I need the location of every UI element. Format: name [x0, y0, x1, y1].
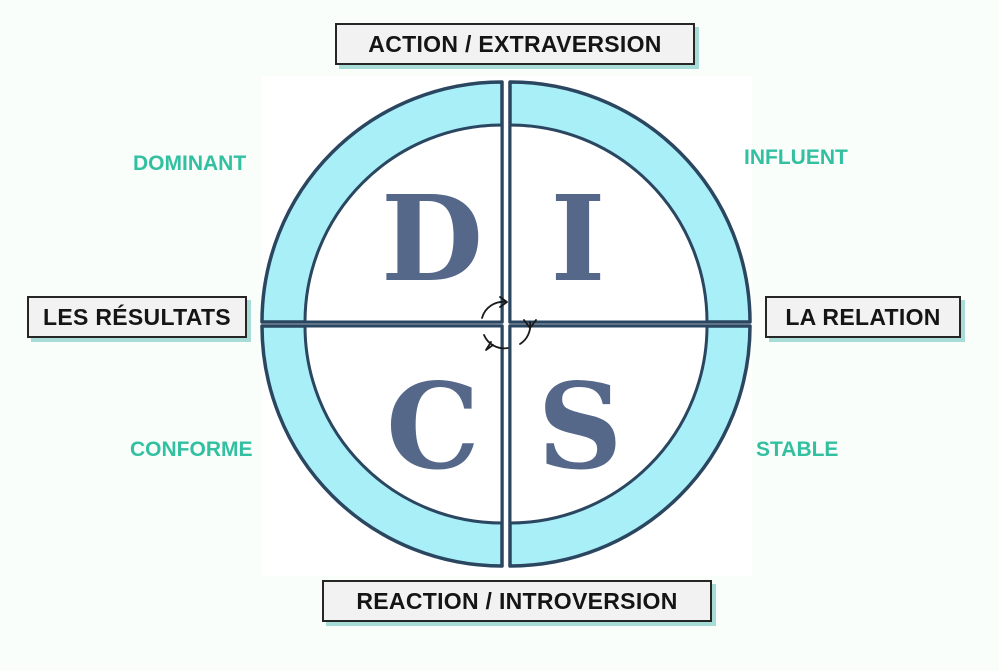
- letter-c: C: [386, 357, 480, 496]
- letter-i: I: [550, 169, 605, 308]
- trait-conforme: CONFORME: [130, 438, 253, 461]
- label-left-resultats: LES RÉSULTATS: [27, 296, 247, 338]
- label-right-relation: LA RELATION: [765, 296, 961, 338]
- quadrant-influent: [508, 80, 752, 324]
- label-bottom-reaction-introversion: REACTION / INTROVERSION: [322, 580, 712, 622]
- trait-stable: STABLE: [756, 438, 839, 461]
- label-top-action-extraversion: ACTION / EXTRAVERSION: [335, 23, 695, 65]
- quadrant-stable: [508, 324, 752, 568]
- quadrant-conforme: [260, 324, 504, 568]
- trait-influent: INFLUENT: [744, 146, 848, 169]
- letter-d: D: [381, 169, 483, 308]
- letter-s: S: [537, 357, 622, 496]
- quadrant-dominant: [260, 80, 504, 324]
- trait-dominant: DOMINANT: [133, 152, 247, 175]
- cycle-arrows-icon: [481, 296, 537, 351]
